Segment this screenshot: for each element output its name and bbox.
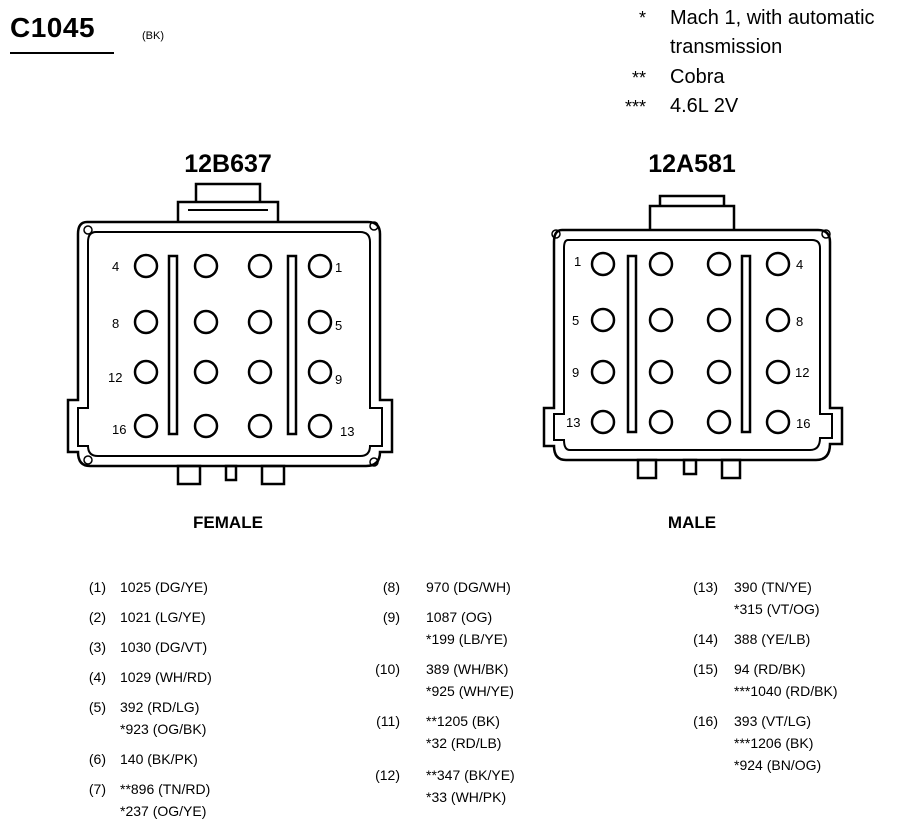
pin-number: (15) <box>693 661 718 677</box>
connector-id: C1045 <box>10 12 96 43</box>
legend-mark: * <box>638 8 646 28</box>
pin-wire: ***1040 (RD/BK) <box>734 683 838 699</box>
pin-label: 9 <box>572 365 579 380</box>
pin-wire: 1087 (OG) <box>426 609 493 625</box>
legend-mark: ** <box>631 68 646 88</box>
pin-label: 16 <box>112 422 126 437</box>
pin-wire: 388 (YE/LB) <box>734 631 811 647</box>
pin-number: (16) <box>693 713 718 729</box>
pin-label: 5 <box>335 318 342 333</box>
title-underline <box>10 52 114 54</box>
connector-color: (BK) <box>142 30 164 42</box>
legend-text: Cobra <box>670 66 725 88</box>
pin-number: (13) <box>693 579 718 595</box>
pin-number: (6) <box>88 751 106 767</box>
pin-wire: *33 (WH/PK) <box>426 789 507 805</box>
female-part-number: 12B637 <box>184 150 272 178</box>
pin-wire: 1021 (LG/YE) <box>120 609 206 625</box>
pin-number: (9) <box>382 609 400 625</box>
pin-label: 13 <box>340 424 354 439</box>
male-pin-cavities <box>590 251 791 435</box>
male-cavity-dividers <box>626 254 752 434</box>
legend-text-cont: transmission <box>670 36 783 58</box>
pin-number: (12) <box>375 767 400 783</box>
pin-label: 1 <box>335 260 342 275</box>
male-connector-outline <box>542 194 844 480</box>
pin-wire: *237 (OG/YE) <box>120 803 207 819</box>
pin-number: (4) <box>88 669 106 685</box>
pin-label: 1 <box>574 254 581 269</box>
pin-wire: *315 (VT/OG) <box>734 601 820 617</box>
pin-wire: 393 (VT/LG) <box>734 713 812 729</box>
pin-wire: *925 (WH/YE) <box>426 683 514 699</box>
pin-wire: **347 (BK/YE) <box>426 767 515 783</box>
pin-wire: 1030 (DG/VT) <box>120 639 208 655</box>
pin-wire: 1025 (DG/YE) <box>120 579 208 595</box>
female-label: FEMALE <box>193 513 263 532</box>
pin-number: (8) <box>382 579 400 595</box>
pin-label: 8 <box>796 314 803 329</box>
pin-number: (3) <box>88 639 106 655</box>
pin-label: 16 <box>796 416 810 431</box>
pin-label: 4 <box>796 257 803 272</box>
male-label: MALE <box>667 513 717 532</box>
pin-label: 8 <box>112 316 119 331</box>
pin-label: 13 <box>566 415 580 430</box>
pin-wire: 94 (RD/BK) <box>734 661 806 677</box>
pin-wire: 389 (WH/BK) <box>426 661 509 677</box>
pin-label: 12 <box>795 365 809 380</box>
pin-wire: *923 (OG/BK) <box>120 721 207 737</box>
legend-mark: *** <box>624 97 646 117</box>
pin-number: (10) <box>375 661 400 677</box>
female-pin-cavities <box>133 253 333 439</box>
female-cavity-dividers <box>167 254 298 436</box>
male-pin-labels: 1 4 5 8 9 12 13 16 <box>566 254 810 431</box>
pin-number: (11) <box>376 713 400 729</box>
pin-wire: *924 (BN/OG) <box>734 757 822 773</box>
pin-number: (7) <box>88 781 106 797</box>
legend-text: 4.6L 2V <box>670 95 739 117</box>
pin-wire: ***1206 (BK) <box>734 735 814 751</box>
pin-wire: **1205 (BK) <box>426 713 500 729</box>
pin-wire: **896 (TN/RD) <box>120 781 211 797</box>
pin-wire: 140 (BK/PK) <box>120 751 198 767</box>
pin-number: (14) <box>693 631 718 647</box>
pin-number: (5) <box>88 699 106 715</box>
pin-label: 9 <box>335 372 342 387</box>
pin-label: 12 <box>108 370 122 385</box>
male-part-number: 12A581 <box>648 150 736 178</box>
female-connector-outline <box>66 182 394 486</box>
pin-wire: 390 (TN/YE) <box>734 579 812 595</box>
pin-wire: *32 (RD/LB) <box>426 735 502 751</box>
female-pin-labels: 4 1 8 5 12 9 16 13 <box>108 259 354 439</box>
pin-label: 4 <box>112 259 119 274</box>
pin-wire: 1029 (WH/RD) <box>120 669 212 685</box>
pin-wire: 392 (RD/LG) <box>120 699 200 715</box>
pin-wire: 970 (DG/WH) <box>426 579 511 595</box>
pin-label: 5 <box>572 313 579 328</box>
legend-text: Mach 1, with automatic <box>670 7 875 29</box>
pin-wire: *199 (LB/YE) <box>426 631 508 647</box>
pin-number: (1) <box>88 579 106 595</box>
pin-number: (2) <box>88 609 106 625</box>
